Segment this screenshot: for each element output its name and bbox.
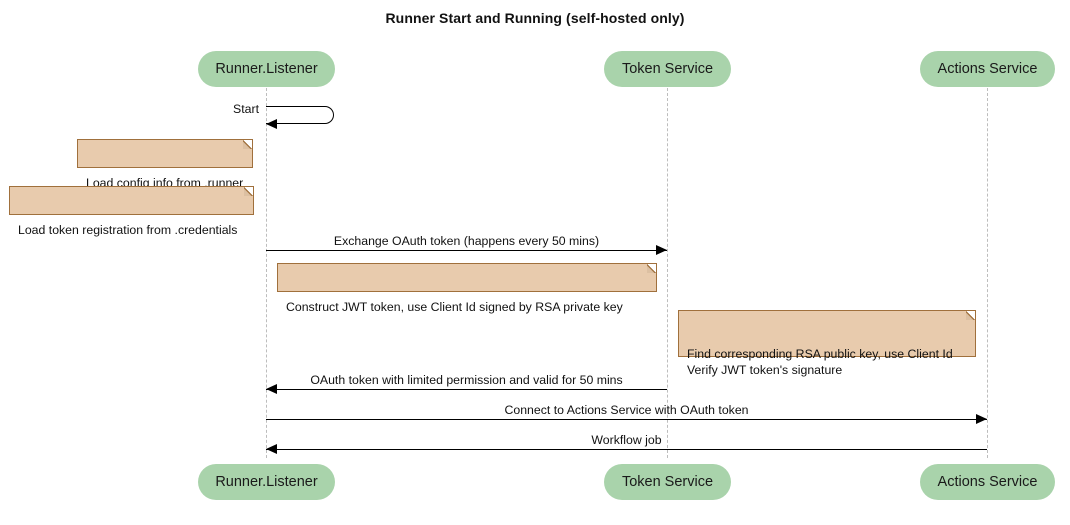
participant-actions-top[interactable]: Actions Service xyxy=(920,51,1055,87)
arrow-head-exchange-oauth-token xyxy=(656,245,667,255)
message-line-connect-actions-service xyxy=(266,419,987,420)
message-line-oauth-token-response xyxy=(266,389,667,390)
note-verify-jwt-signature: Find corresponding RSA public key, use C… xyxy=(678,310,976,377)
message-label-workflow-job: Workflow job xyxy=(591,433,662,447)
note-fold-corner-icon xyxy=(244,186,254,196)
arrow-head-oauth-token-response xyxy=(266,384,277,394)
message-label-exchange-oauth-token: Exchange OAuth token (happens every 50 m… xyxy=(333,234,600,248)
message-line-exchange-oauth-token xyxy=(266,250,667,251)
participant-label: Token Service xyxy=(621,474,714,490)
note-text: Construct JWT token, use Client Id signe… xyxy=(286,300,623,314)
note-load-config: Load config info from .runner xyxy=(77,139,253,190)
participant-runner-bottom[interactable]: Runner.Listener xyxy=(198,464,335,500)
participant-actions-bottom[interactable]: Actions Service xyxy=(920,464,1055,500)
note-text: Load token registration from .credential… xyxy=(18,223,238,237)
note-construct-jwt-token: Construct JWT token, use Client Id signe… xyxy=(277,263,657,314)
message-label-start: Start xyxy=(233,102,259,116)
message-line-workflow-job xyxy=(266,449,987,450)
note-fold-corner-icon xyxy=(966,310,976,320)
lifeline-actions xyxy=(987,88,988,458)
lifeline-token xyxy=(667,88,668,458)
participant-token-bottom[interactable]: Token Service xyxy=(604,464,731,500)
message-label-connect-actions-service: Connect to Actions Service with OAuth to… xyxy=(504,403,749,417)
lifeline-runner xyxy=(266,88,267,458)
note-fold-corner-icon xyxy=(243,139,253,149)
participant-runner-top[interactable]: Runner.Listener xyxy=(198,51,335,87)
participant-label: Actions Service xyxy=(937,61,1038,77)
note-text: Find corresponding RSA public key, use C… xyxy=(687,347,953,377)
arrow-head-workflow-job xyxy=(266,444,277,454)
message-label-oauth-token-response: OAuth token with limited permission and … xyxy=(310,373,623,387)
note-fold-corner-icon xyxy=(647,263,657,273)
note-load-token-registration: Load token registration from .credential… xyxy=(9,186,254,237)
participant-label: Actions Service xyxy=(937,474,1038,490)
participant-label: Runner.Listener xyxy=(215,61,318,77)
arrow-head-connect-actions-service xyxy=(976,414,987,424)
diagram-title: Runner Start and Running (self-hosted on… xyxy=(385,10,685,26)
participant-label: Runner.Listener xyxy=(215,474,318,490)
message-self-loop-start xyxy=(266,106,334,124)
participant-token-top[interactable]: Token Service xyxy=(604,51,731,87)
arrow-head-start xyxy=(266,119,277,129)
participant-label: Token Service xyxy=(621,61,714,77)
